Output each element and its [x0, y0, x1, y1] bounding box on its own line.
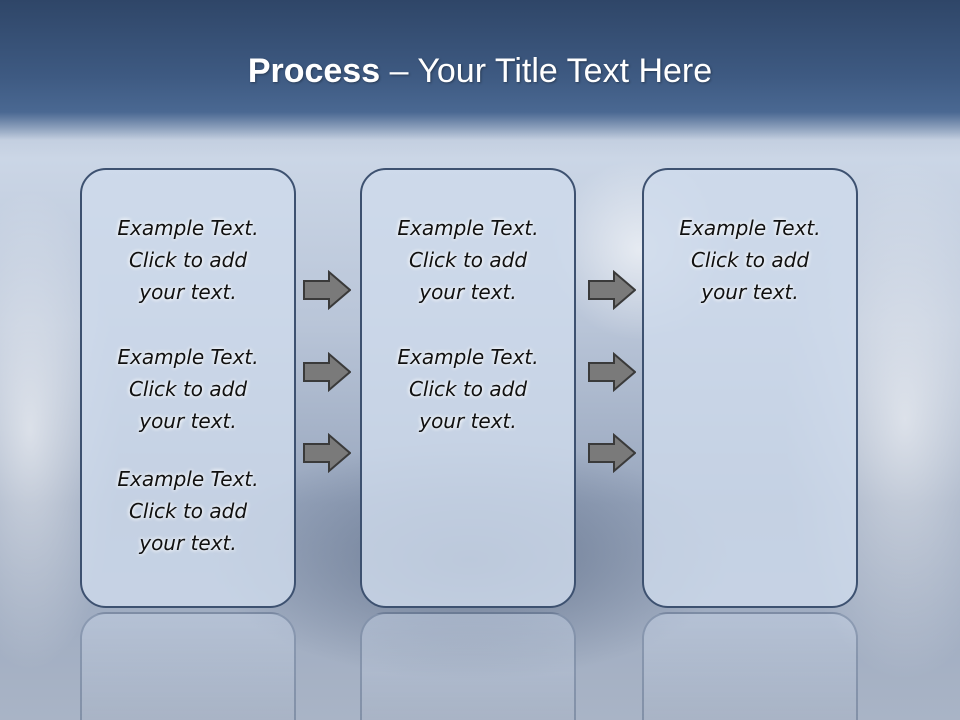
right-arrow-icon	[588, 433, 636, 473]
title-bold: Process	[247, 52, 381, 90]
process-box-3[interactable]: Example Text. Click to add your text.	[642, 168, 858, 608]
process-box-1[interactable]: Example Text. Click to add your text. Ex…	[80, 168, 296, 608]
box-3-reflection	[642, 612, 858, 720]
box-2-reflection	[360, 612, 576, 720]
box-1-reflection	[80, 612, 296, 720]
right-arrow-icon	[303, 270, 351, 310]
box-1-text-1[interactable]: Example Text. Click to add your text.	[117, 216, 259, 304]
box-2-text-1[interactable]: Example Text. Click to add your text.	[397, 216, 539, 304]
right-arrow-icon	[303, 433, 351, 473]
title-rest: – Your Title Text Here	[389, 52, 713, 90]
process-box-2[interactable]: Example Text. Click to add your text. Ex…	[360, 168, 576, 608]
right-arrow-icon	[588, 270, 636, 310]
box-1-text-2[interactable]: Example Text. Click to add your text.	[117, 345, 259, 433]
box-1-text-3[interactable]: Example Text. Click to add your text.	[117, 467, 259, 555]
box-2-text-2[interactable]: Example Text. Click to add your text.	[397, 345, 539, 433]
title-bar	[0, 0, 960, 140]
right-arrow-icon	[303, 352, 351, 392]
box-3-text-1[interactable]: Example Text. Click to add your text.	[679, 216, 821, 304]
slide-title[interactable]: Process – Your Title Text Here	[0, 52, 960, 91]
right-arrow-icon	[588, 352, 636, 392]
